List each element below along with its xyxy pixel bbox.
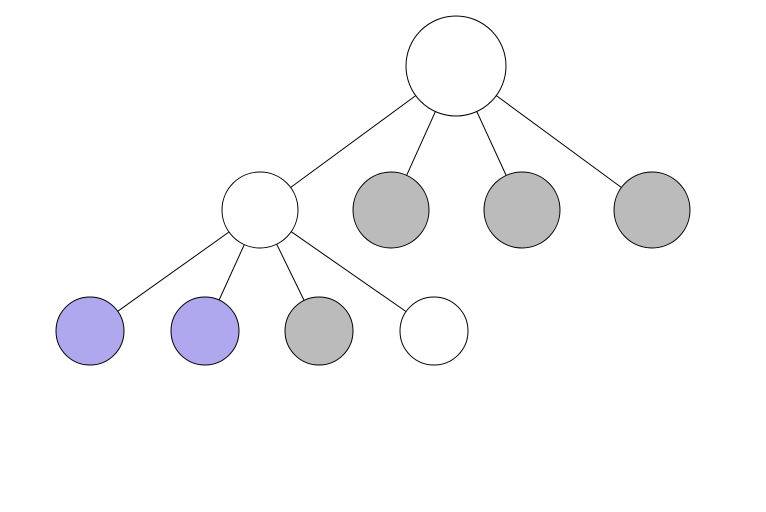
nodes-layer	[55, 15, 691, 366]
edge-child-1-to-grandchild-4	[290, 231, 407, 313]
node-grandchild-2	[170, 296, 240, 366]
edge-child-1-to-grandchild-1	[117, 231, 230, 312]
node-grandchild-1	[55, 296, 125, 366]
node-child-2	[352, 171, 430, 249]
node-grandchild-4	[399, 296, 469, 366]
edges-layer	[117, 95, 622, 313]
edge-root-to-child-3	[476, 111, 507, 176]
node-child-1	[221, 171, 299, 249]
node-root	[405, 15, 507, 117]
edge-child-1-to-grandchild-2	[218, 244, 245, 301]
node-child-4	[613, 171, 691, 249]
edge-child-1-to-grandchild-3	[276, 243, 305, 301]
edge-root-to-child-1	[290, 95, 416, 188]
node-child-3	[483, 171, 561, 249]
edge-root-to-child-4	[496, 95, 622, 188]
edge-root-to-child-2	[406, 111, 436, 176]
node-grandchild-3	[284, 296, 354, 366]
